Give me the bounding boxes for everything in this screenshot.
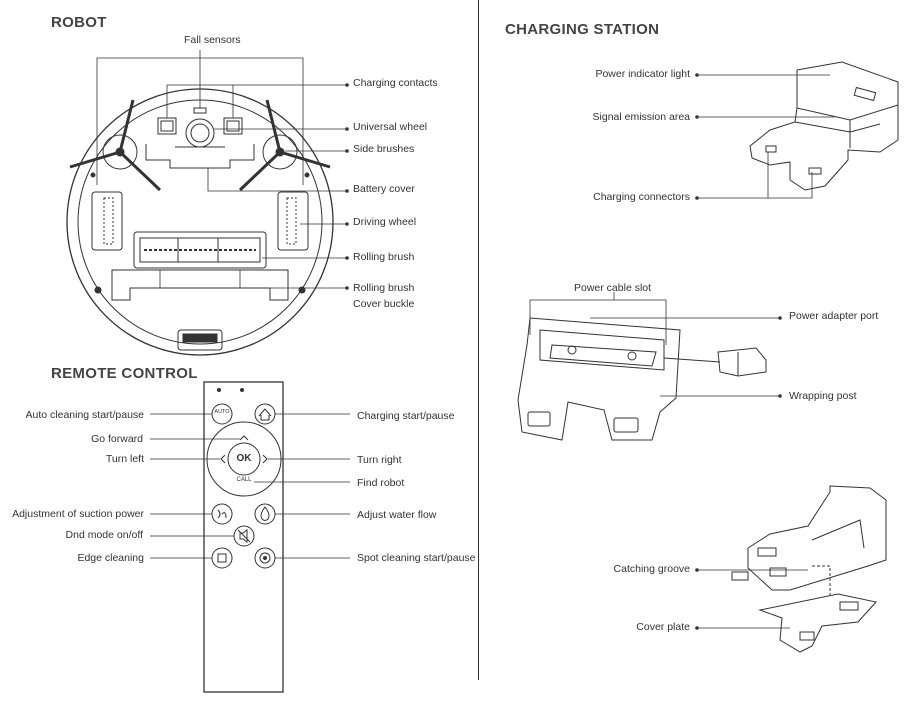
call-button-label[interactable]: CALL [236, 477, 252, 483]
power-adapter [717, 347, 767, 377]
up-arrow-icon [239, 435, 249, 441]
column-divider [478, 0, 479, 680]
label-power-adapter-port: Power adapter port [789, 310, 879, 322]
label-side-brushes: Side brushes [353, 143, 415, 155]
battery-cover [145, 144, 255, 169]
label-turn-right: Turn right [357, 454, 402, 466]
side-brush-left [69, 99, 162, 192]
remote-body [203, 381, 284, 693]
mute-icon [237, 529, 251, 543]
remote-diagram [150, 381, 350, 693]
label-auto-cleaning: Auto cleaning start/pause [25, 409, 145, 421]
label-edge-cleaning: Edge cleaning [77, 552, 144, 564]
station-section-title: CHARGING STATION [505, 21, 660, 38]
edge-cleaning-button [211, 547, 233, 569]
label-turn-left: Turn left [105, 453, 144, 465]
label-cover-plate: Cover plate [636, 621, 690, 633]
label-charging-connectors: Charging connectors [593, 191, 690, 203]
cover-plate [758, 593, 877, 653]
label-charging: Charging start/pause [357, 410, 455, 422]
label-find-robot: Find robot [357, 477, 405, 489]
right-arrow-icon [262, 454, 268, 464]
left-arrow-icon [220, 454, 226, 464]
label-charging-contacts: Charging contacts [353, 77, 438, 89]
label-power-indicator: Power indicator light [595, 68, 690, 80]
auto-button-label[interactable]: AUTO [214, 409, 230, 415]
remote-section-title: REMOTE CONTROL [51, 365, 198, 382]
charging-button [254, 403, 276, 425]
label-battery-cover: Battery cover [353, 183, 415, 195]
label-spot-cleaning: Spot cleaning start/pause [357, 552, 476, 564]
station-top-view [749, 61, 899, 191]
label-universal-wheel: Universal wheel [353, 121, 428, 133]
water-drop-icon [260, 506, 270, 521]
label-catching-groove: Catching groove [613, 563, 690, 575]
label-driving-wheel: Driving wheel [353, 216, 417, 228]
driving-wheel-right [277, 191, 309, 251]
square-icon [217, 553, 227, 563]
fan-icon [217, 509, 227, 519]
label-dnd-mode: Dnd mode on/off [65, 529, 143, 541]
robot-section-title: ROBOT [51, 14, 107, 31]
station-back-view [517, 317, 767, 441]
label-rolling-brush-cover: Rolling brush [353, 282, 415, 294]
ok-button [227, 442, 261, 476]
rolling-brush [133, 231, 267, 269]
label-water-flow: Adjust water flow [357, 509, 437, 521]
driving-wheel-left [91, 191, 123, 251]
label-signal-area: Signal emission area [592, 111, 690, 123]
label-suction-power: Adjustment of suction power [12, 508, 144, 520]
spot-icon [259, 552, 271, 564]
label-fall-sensors: Fall sensors [184, 34, 241, 46]
station-exploded-view [731, 485, 887, 653]
label-wrapping-post: Wrapping post [789, 390, 857, 402]
label-power-cable-slot: Power cable slot [574, 282, 652, 294]
label-rolling-brush: Rolling brush [353, 251, 415, 263]
ok-button-label[interactable]: OK [236, 453, 252, 464]
side-brush-right [238, 99, 331, 192]
robot-diagram [66, 50, 349, 356]
home-icon [258, 408, 272, 421]
label-go-forward: Go forward [91, 433, 143, 445]
label-cover-buckle: Cover buckle [353, 298, 415, 310]
dust-bin-tab [177, 329, 223, 351]
